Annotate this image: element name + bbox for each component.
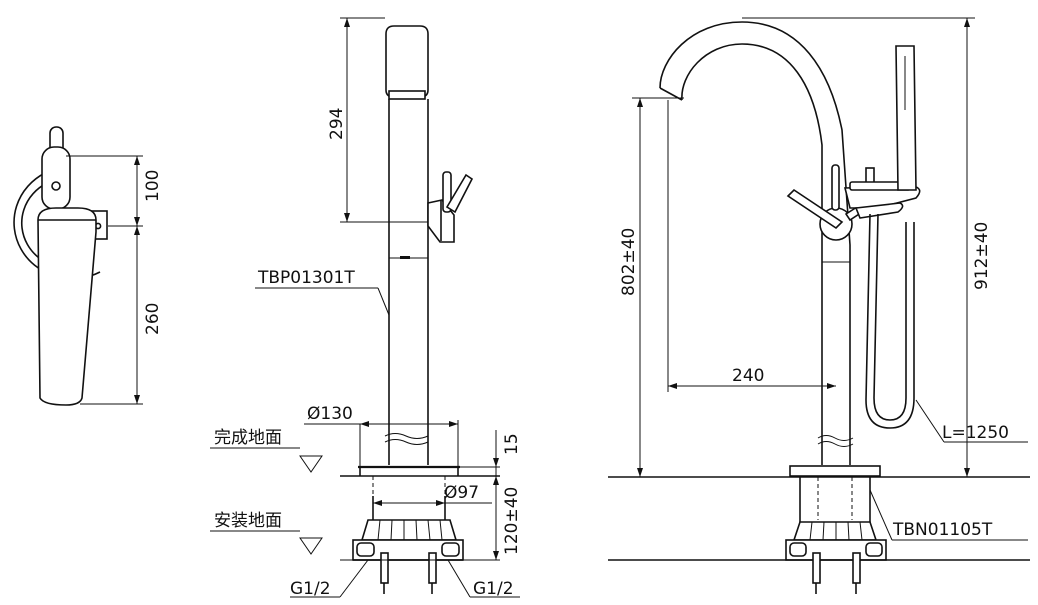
dim-side-upper: 100 bbox=[143, 170, 163, 202]
hose-length-label: L=1250 bbox=[942, 423, 1009, 443]
dim-pipe: Ø97 bbox=[444, 483, 479, 503]
model-body-label: TBP01301T bbox=[257, 268, 355, 288]
connection-right-label: G1/2 bbox=[473, 579, 514, 599]
dim-install-depth: 120±40 bbox=[502, 487, 522, 555]
dim-side-lower: 260 bbox=[143, 303, 163, 335]
dim-total-height: 912±40 bbox=[972, 222, 992, 290]
install-floor-label: 安装地面 bbox=[214, 511, 282, 531]
dim-spout-outlet: 802±40 bbox=[619, 228, 639, 296]
front-view bbox=[210, 17, 520, 598]
finished-floor-label: 完成地面 bbox=[214, 428, 282, 448]
dim-finish-thickness: 15 bbox=[502, 433, 522, 455]
side-view bbox=[13, 126, 143, 406]
dim-flange: Ø130 bbox=[307, 404, 353, 424]
connection-left-label: G1/2 bbox=[290, 579, 331, 599]
dim-spout-height: 294 bbox=[327, 108, 347, 140]
dim-reach: 240 bbox=[732, 366, 764, 386]
right-view bbox=[608, 17, 1030, 594]
model-base-label: TBN01105T bbox=[892, 520, 993, 540]
